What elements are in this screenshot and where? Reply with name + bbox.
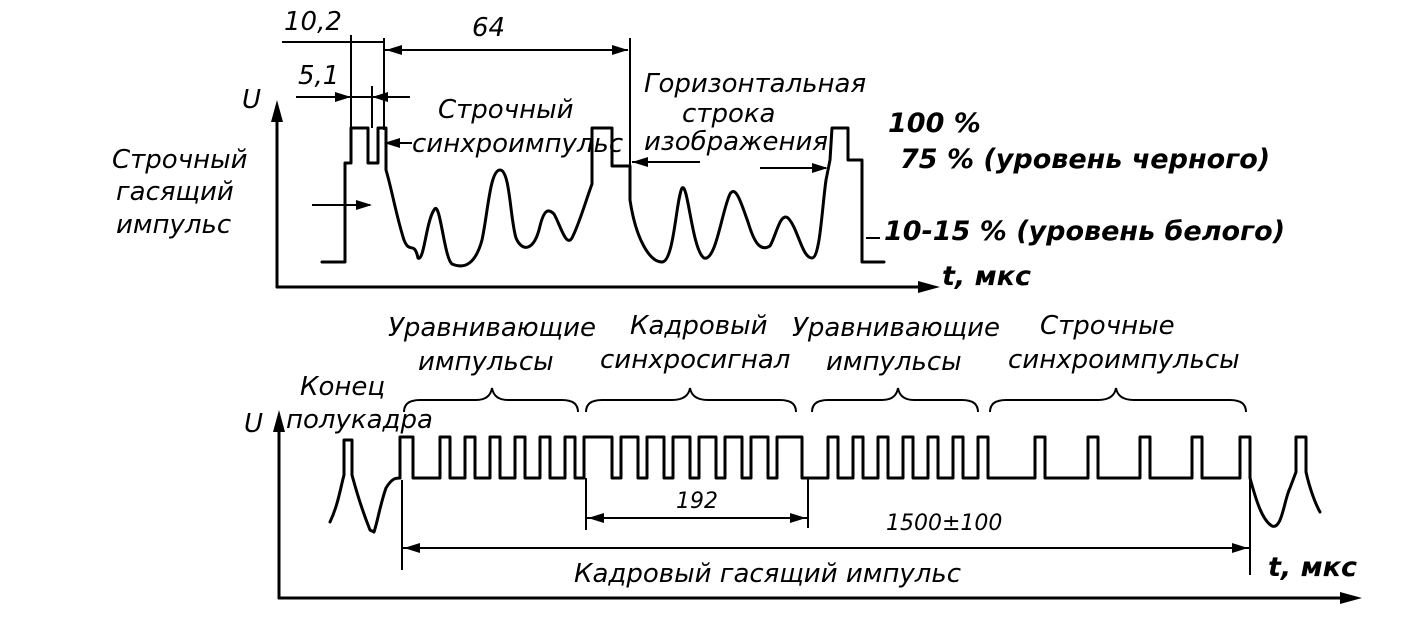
bottom-y-arrow [273,410,285,432]
arr-192-right [790,513,806,523]
level-white-label: 10-15 % (уровень белого) [884,216,1285,247]
brace-frame-sync [585,387,797,413]
line-sync-label-2: синхроимпульсы [1008,345,1240,375]
bottom-axis-y-label: U [244,409,263,439]
level-100-label: 100 % [888,108,981,139]
line-pointer-right-head [812,163,828,173]
line-label-3: изображения [644,127,828,157]
end-field-label-2: полукадра [286,405,433,435]
bottom-axis-x-label: t, мкс [1268,552,1357,583]
end-field-waveform [328,438,402,534]
arr-64-left [386,45,402,55]
top-diagram: U t, мкс 10,2 64 5,1 Строчный гасящий им… [112,7,1285,293]
end-field-label-1: Конец [300,372,385,402]
blank-pulse-label-3: импульс [116,210,231,240]
bottom-pulse-train [398,435,1322,528]
top-x-arrow [918,281,940,293]
dim-10-2-label: 10,2 [284,7,342,37]
bottom-diagram: U t, мкс Конец полукадра Уравнивающие им… [244,311,1362,604]
brace-equalizing-2 [811,387,979,413]
top-y-arrow [271,100,283,122]
bottom-x-arrow [1340,592,1362,604]
sync-pulse-label-1: Строчный [438,95,574,125]
blank-pulse-label-2: гасящий [116,177,234,207]
frame-sync-label-2: синхросигнал [600,345,790,375]
brace-line-sync [989,387,1247,413]
equalizing-1-label-1: Уравнивающие [388,313,596,343]
line-pointer-left-head [632,157,648,167]
arr-5-1-right [372,92,388,102]
top-axis-y-label: U [242,85,261,115]
arr-5-1-left [335,92,351,102]
equalizing-2-label-1: Уравнивающие [792,313,1000,343]
arr-frame-left [404,543,420,553]
frame-blank-label: Кадровый гасящий импульс [574,559,961,589]
sync-pointer-head [384,138,400,148]
equalizing-1-label-2: импульсы [418,347,554,377]
arr-192-left [588,513,604,523]
frame-sync-label-1: Кадровый [630,311,768,341]
sync-pulse-label-2: синхроимпульс [412,129,623,159]
line-label-1: Горизонтальная [644,69,866,99]
brace-equalizing-1 [403,387,579,413]
top-waveform [320,126,886,268]
arr-64-right [612,45,628,55]
equalizing-2-label-2: импульсы [826,347,962,377]
level-75-label: 75 % (уровень черного) [900,144,1270,175]
blank-pointer-head [356,200,372,210]
dim-5-1-label: 5,1 [298,61,339,91]
line-sync-label-1: Строчные [1040,311,1175,341]
arr-frame-right [1232,543,1248,553]
dim-192-label: 192 [676,489,718,514]
dim-1500-label: 1500±100 [886,511,1002,536]
top-axis-x-label: t, мкс [942,261,1031,292]
line-label-2: строка [682,99,776,129]
blank-pulse-label-1: Строчный [112,145,248,175]
dim-64-label: 64 [472,13,505,43]
